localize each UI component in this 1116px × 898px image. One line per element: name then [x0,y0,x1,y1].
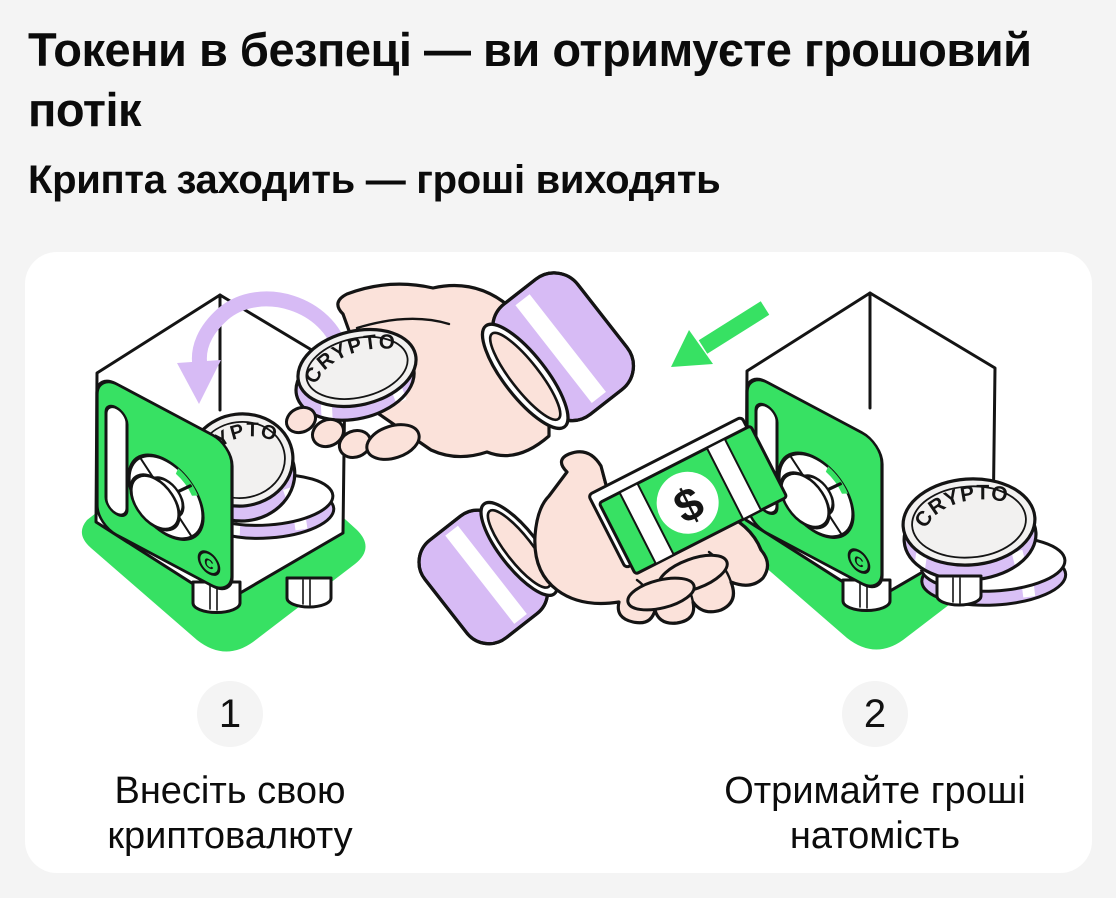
right-coin-stack: CRYPTO [901,477,1068,607]
page-title-line1: Токени в безпеці — ви отримуєте грошовий [28,23,1032,76]
step-2-label: Отримайте гроші натомість [724,769,1026,859]
page-subtitle: Крипта заходить — гроші виходять [28,158,721,202]
step-2-label-line2: натомість [789,815,961,857]
step-2-label-line1: Отримайте гроші [724,770,1026,812]
step-1-number: 1 [218,691,242,736]
safes-illustration: C [80,271,1068,654]
step-2-number: 2 [863,691,887,736]
money-bundle: $ [588,416,788,575]
step-1-label-line2: криптовалюту [107,815,353,857]
fingertips [284,405,421,461]
sleeve-cuff [480,271,636,430]
step-1-label-line1: Внесіть свою [114,770,346,812]
illustration-card: C [25,252,1092,873]
step-1-number-badge: 1 [197,681,263,747]
page-title-line2: потік [28,83,142,136]
hand-receiving-money: $ [417,416,788,646]
step-2: 2 Отримайте гроші натомість [670,681,1080,859]
step-1: 1 Внесіть свою криптовалюту [25,681,435,859]
right-safe: CRYPTO [417,291,1068,652]
step-2-number-badge: 2 [842,681,908,747]
hand-with-coin: CRYPTO [284,271,636,461]
step-1-label: Внесіть свою криптовалюту [107,769,352,859]
sleeve-cuff [417,500,559,646]
deposit-arrow-icon [177,291,349,404]
page-title: Токени в безпеці — ви отримуєте грошовий… [28,20,1092,140]
payout-arrow-icon [671,301,770,367]
fingers-over-money [626,553,729,612]
left-safe: CRYPTO [80,271,636,654]
